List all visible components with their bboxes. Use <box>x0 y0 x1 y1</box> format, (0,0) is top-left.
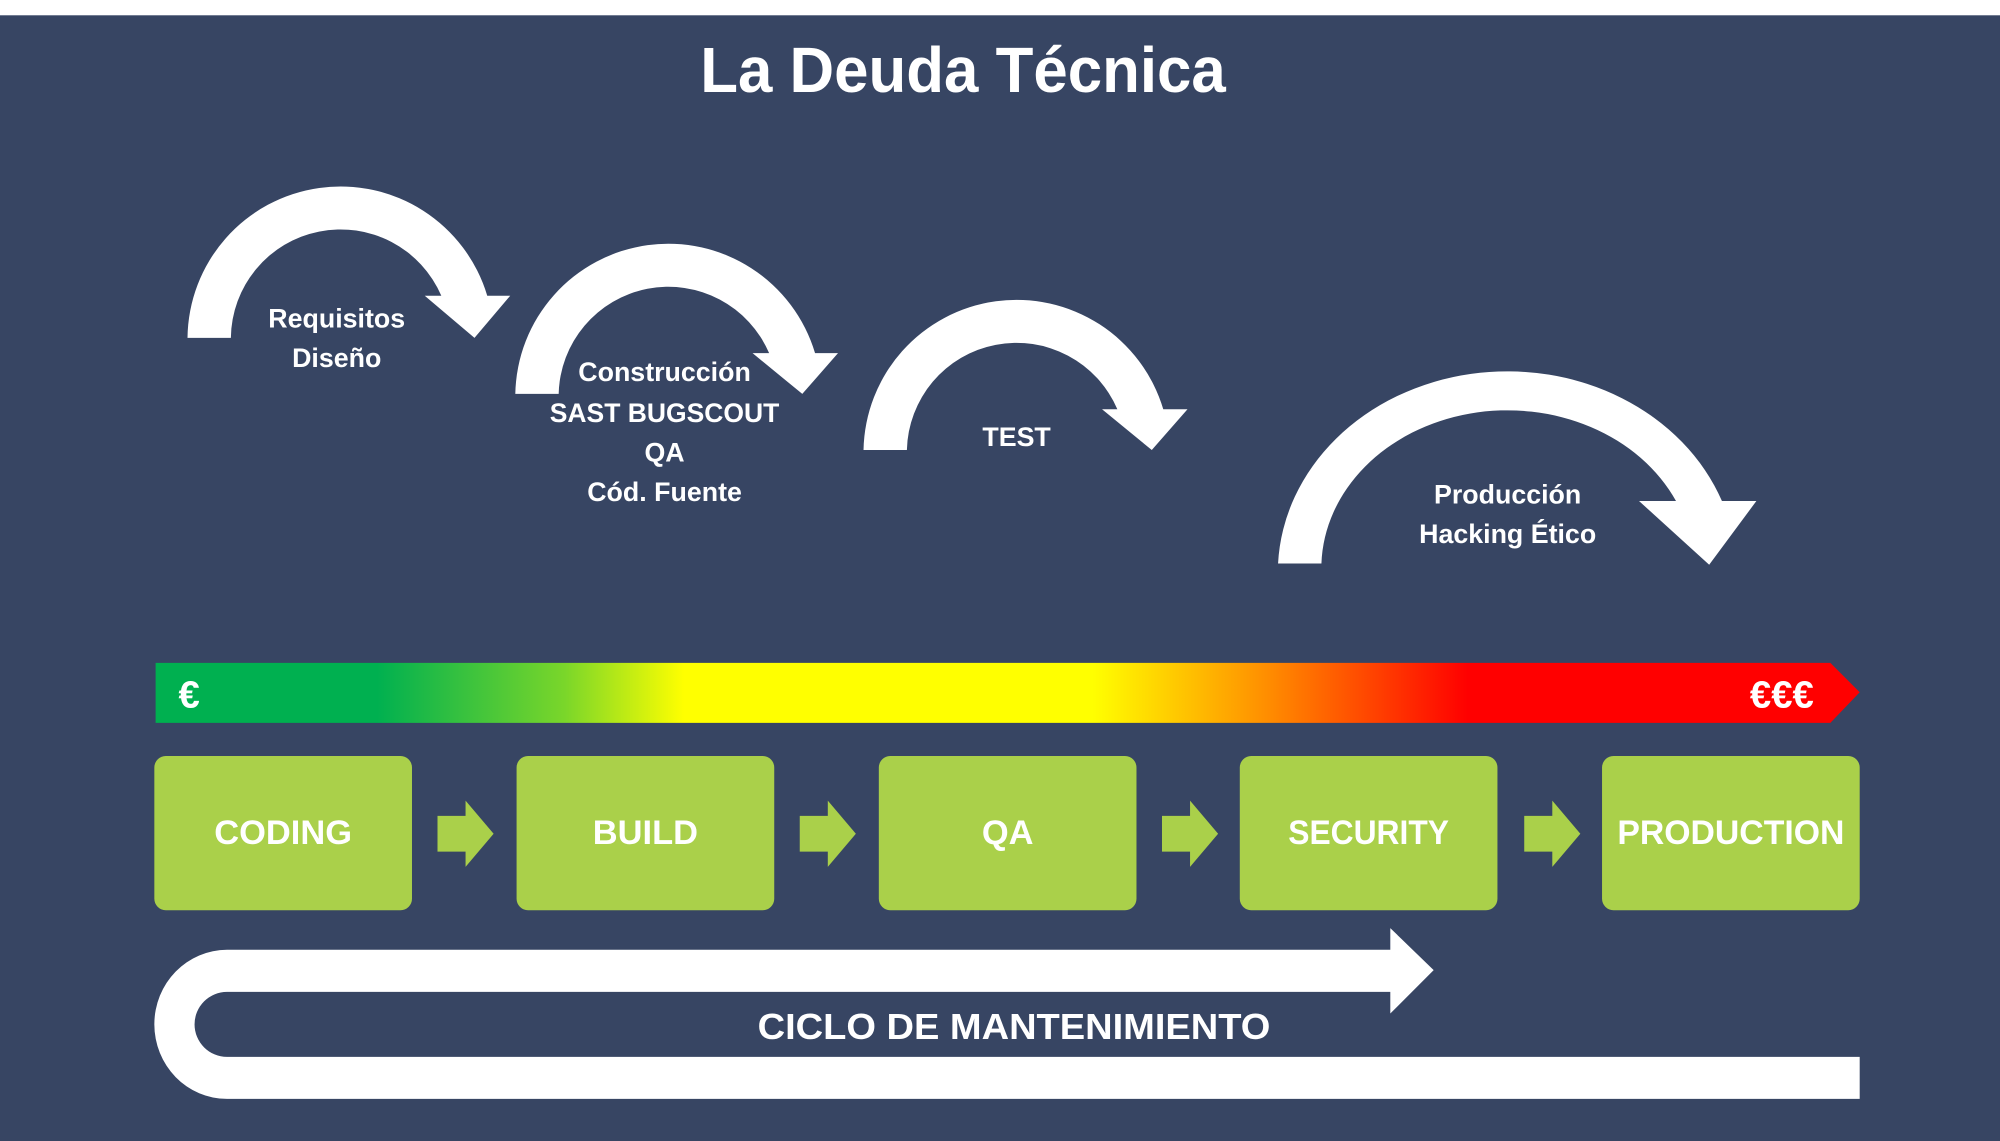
stage-label: BUILD <box>593 814 698 852</box>
stage-coding: CODING <box>154 755 412 911</box>
stage-security: SECURITY <box>1239 755 1498 911</box>
phase-arrow-3 <box>863 299 1188 451</box>
stage-production: PRODUCTION <box>1602 755 1860 911</box>
phase-arrow-2 <box>515 243 839 394</box>
arrow-right-icon <box>799 800 856 867</box>
phase-line: SAST BUGSCOUT <box>550 398 780 428</box>
phase-line: Construcción <box>578 357 751 387</box>
phase-line: TEST <box>982 422 1051 452</box>
cost-gradient-bar <box>155 662 1860 723</box>
low-cost-label: € <box>179 674 200 717</box>
arrow-right-icon <box>437 800 494 867</box>
stage-build: BUILD <box>516 755 775 911</box>
phase-line: Diseño <box>292 343 381 373</box>
stage-qa: QA <box>878 755 1137 911</box>
phase-arrow-1 <box>187 186 511 338</box>
top-strip <box>0 0 2000 16</box>
high-cost-label: €€€ <box>1750 674 1814 717</box>
phase-line: Requisitos <box>268 304 405 334</box>
stage-label: CODING <box>214 814 352 852</box>
maintenance-cycle-label: CICLO DE MANTENIMIENTO <box>758 1007 1271 1047</box>
phase-label-3: TEST <box>982 422 1051 452</box>
phase-arrow-4 <box>1278 371 1757 565</box>
maintenance-cycle-arrow <box>154 928 1860 1099</box>
phase-line: QA <box>644 438 684 468</box>
stage-label: SECURITY <box>1288 814 1449 852</box>
phase-label-2: Construcción SAST BUGSCOUT QA Cód. Fuent… <box>550 357 780 507</box>
arrow-right-icon <box>1161 800 1219 867</box>
phase-label-4: Producción Hacking Ético <box>1419 480 1596 550</box>
phase-line: Cód. Fuente <box>587 477 742 507</box>
phase-line: Producción <box>1434 480 1581 510</box>
page-title: La Deuda Técnica <box>700 34 1226 106</box>
phase-line: Hacking Ético <box>1419 518 1596 549</box>
phase-label-1: Requisitos Diseño <box>268 304 405 374</box>
arrow-right-icon <box>1524 800 1581 867</box>
stage-label: QA <box>982 814 1034 852</box>
stage-label: PRODUCTION <box>1617 814 1844 852</box>
